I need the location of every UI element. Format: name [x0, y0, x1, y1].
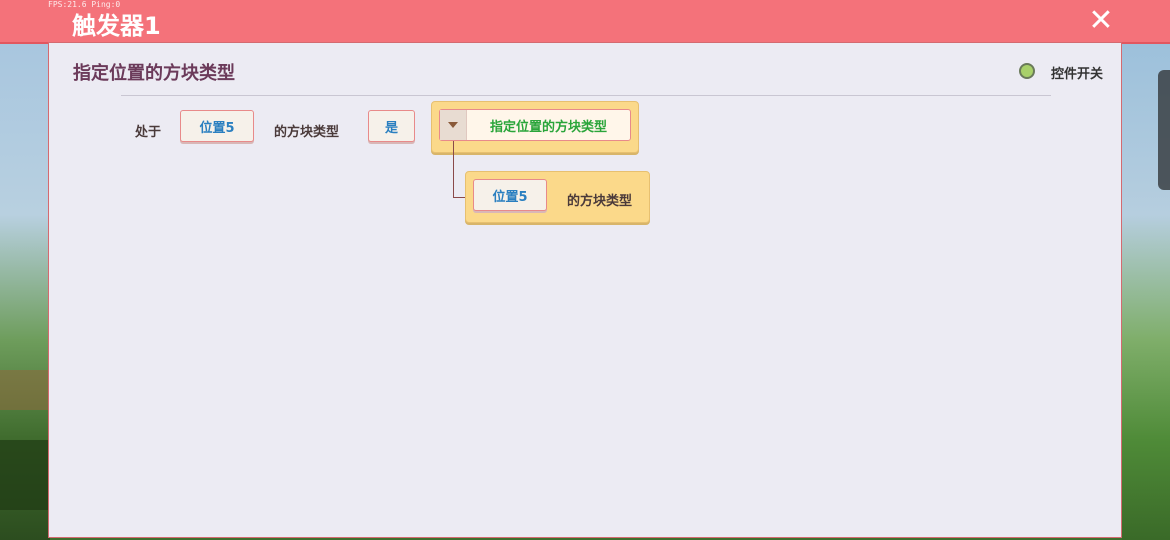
dropdown-arrow-icon[interactable] — [440, 110, 467, 140]
compare-slot[interactable]: 是 — [368, 110, 415, 142]
divider — [121, 95, 1051, 96]
fps-readout: FPS:21.6 Ping:0 — [48, 0, 121, 9]
statement-prefix: 处于 — [135, 125, 162, 140]
background-block — [0, 440, 48, 510]
panel-title: 指定位置的方块类型 — [73, 63, 235, 84]
side-scroll-handle[interactable] — [1158, 70, 1170, 190]
control-toggle-label[interactable]: 控件开关 — [1051, 67, 1104, 82]
trigger-panel: 指定位置的方块类型 控件开关 处于 位置5 的方块类型 是 指定位置的方块类型 … — [48, 42, 1122, 538]
background-left — [0, 40, 50, 540]
sub-function-block: 位置5 的方块类型 — [465, 171, 650, 223]
close-icon[interactable]: ✕ — [1088, 3, 1114, 38]
sub-suffix: 的方块类型 — [567, 194, 633, 209]
position-slot[interactable]: 位置5 — [180, 110, 254, 142]
background-block — [0, 370, 48, 410]
connector-line — [453, 141, 454, 197]
function-dropdown[interactable]: 指定位置的方块类型 — [439, 109, 631, 141]
sub-position-slot[interactable]: 位置5 — [473, 179, 547, 211]
statement-middle: 的方块类型 — [274, 125, 340, 140]
function-block: 指定位置的方块类型 — [431, 101, 639, 153]
window-title: 触发器1 — [72, 12, 161, 40]
connector-line — [453, 197, 471, 198]
function-label[interactable]: 指定位置的方块类型 — [489, 119, 607, 135]
title-bar: FPS:21.6 Ping:0 触发器1 ✕ — [0, 0, 1170, 44]
control-toggle-icon[interactable] — [1019, 63, 1035, 79]
